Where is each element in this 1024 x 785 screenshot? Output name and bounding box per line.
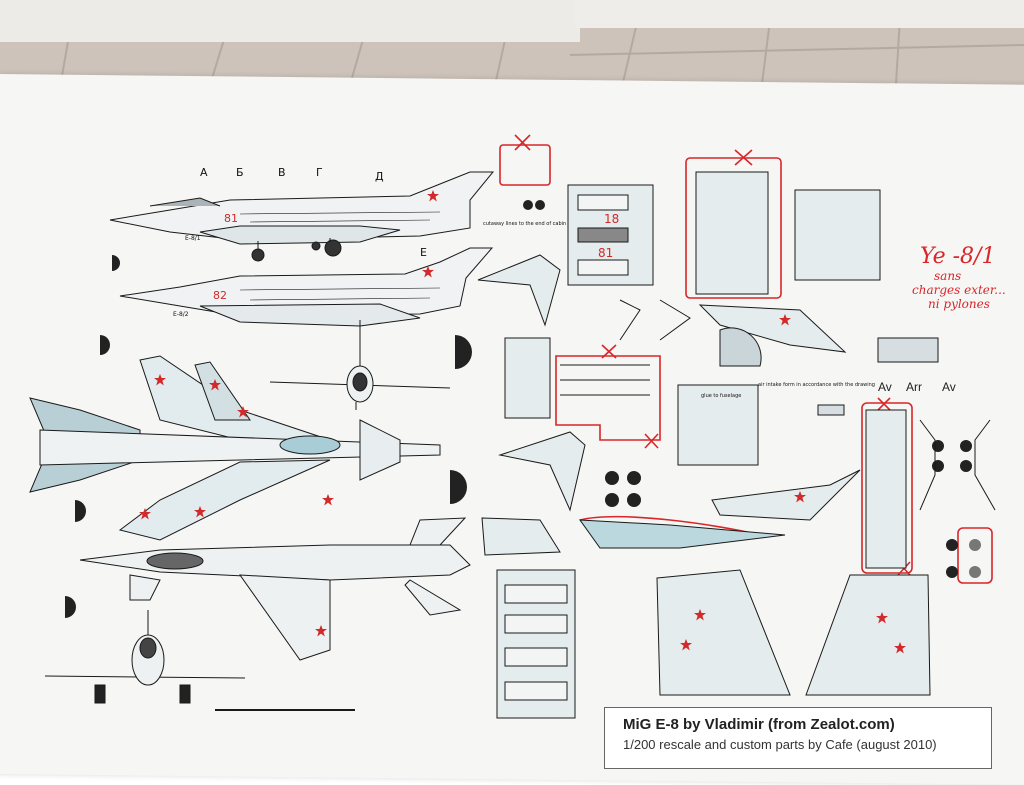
strut-parts <box>560 299 996 511</box>
wheels-set-1 <box>523 200 981 578</box>
station-label-b: Б <box>236 166 244 179</box>
part-label-av-1: Av <box>878 380 892 394</box>
note-cut-lines: cutaway lines to the end of cabin <box>483 221 567 227</box>
bottom-view-planform <box>79 517 471 661</box>
parts-column-right <box>578 171 939 696</box>
station-label-e: Е <box>420 246 427 259</box>
caption-title: MiG E-8 by Vladimir (from Zealot.com) <box>623 716 895 733</box>
station-label-g: Г <box>316 166 323 179</box>
part-number-4: 81 <box>598 246 613 260</box>
credits-caption-box: MiG E-8 by Vladimir (from Zealot.com) 1/… <box>604 707 992 769</box>
handwritten-note-line-4: ni pylones <box>928 297 990 311</box>
handwritten-note-title: Ye -8/1 <box>920 244 996 269</box>
side-code-1: E-8/1 <box>185 235 201 242</box>
caption-subtitle: 1/200 rescale and custom parts by Cafe (… <box>623 737 937 752</box>
paper-model-drawings: 81 82 <box>29 134 996 719</box>
handwritten-note-line-3: charges exter... <box>912 283 1006 297</box>
side-view-e8-2 <box>119 247 494 327</box>
back-paper-right <box>575 0 1024 28</box>
side-view-e8-1 <box>109 171 495 262</box>
part-number-3: 18 <box>604 212 619 226</box>
station-letters: А Б В Г Д Е <box>200 166 427 259</box>
handwritten-note: Ye -8/1 sans charges exter... ni pylones <box>912 244 1006 311</box>
side-number-1: 81 <box>224 212 238 225</box>
side-code-2: E-8/2 <box>173 311 189 318</box>
handwritten-note-line-2: sans <box>934 269 962 283</box>
station-markers <box>65 255 472 618</box>
side-number-2: 82 <box>213 289 227 302</box>
station-label-d: Д <box>375 170 384 183</box>
red-pen-markup <box>499 134 993 584</box>
note-glue: glue to fuselage <box>701 393 742 399</box>
station-label-a: А <box>200 166 208 179</box>
front-view-upper <box>269 320 451 410</box>
back-paper-left <box>0 0 580 42</box>
station-label-v: В <box>278 166 286 179</box>
part-label-arr: Arr <box>906 380 922 394</box>
top-view-planform <box>29 355 441 541</box>
part-label-av-2: Av <box>942 380 956 394</box>
parts-column-center <box>477 184 654 719</box>
note-air-intake: air intake form in accordance with the d… <box>758 382 875 388</box>
front-view-lower <box>44 610 355 711</box>
